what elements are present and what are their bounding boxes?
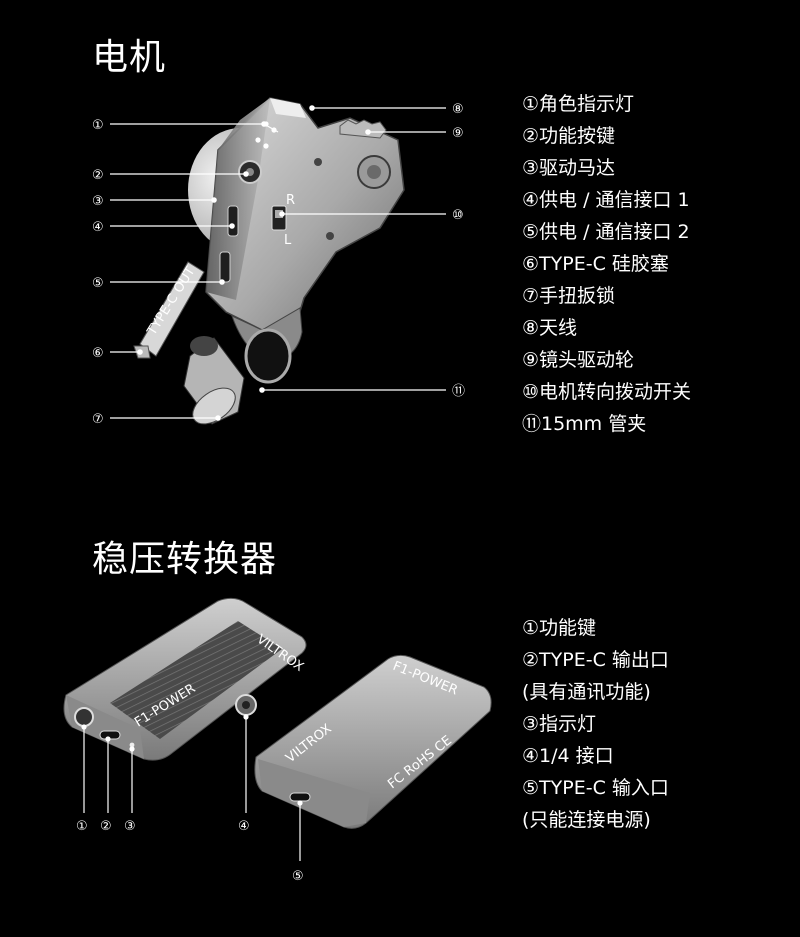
motor-part-item: ③驱动马达	[522, 157, 616, 179]
function-key-shape	[74, 707, 94, 727]
regulator-part-item: ①功能键	[522, 617, 597, 639]
switch-r-label: R	[286, 193, 295, 208]
tube-clamp-shape	[244, 328, 292, 384]
callout-9: ⑨	[452, 126, 464, 141]
reg-callout-2: ②	[100, 819, 112, 834]
motor-part-item: ④供电 / 通信接口 1	[522, 189, 690, 211]
motor-part-item: ⑪15mm 管夹	[522, 413, 647, 435]
regulator-part-item: ②TYPE-C 输出口	[522, 649, 669, 671]
reg-callout-3: ③	[124, 819, 136, 834]
callout-7: ⑦	[92, 412, 104, 427]
callout-2: ②	[92, 168, 104, 183]
regulator-part-item: ④1/4 接口	[522, 745, 614, 767]
reg-callout-4: ④	[238, 819, 250, 834]
regulator-back-unit: VILTROX F1-POWER FC RoHS CE	[254, 654, 492, 829]
regulator-parts-list: ①功能键 ②TYPE-C 输出口 (具有通讯功能) ③指示灯 ④1/4 接口 ⑤…	[522, 612, 669, 836]
callout-5: ⑤	[92, 276, 104, 291]
reg-callout-1: ①	[76, 819, 88, 834]
regulator-part-item: ⑤TYPE-C 输入口	[522, 777, 669, 799]
regulator-diagram: F1-POWER VILTROX VILTROX F1-POWER FC RoH…	[63, 597, 492, 884]
antenna-shape	[270, 98, 306, 118]
motor-parts-list: ①角色指示灯 ②功能按键 ③驱动马达 ④供电 / 通信接口 1 ⑤供电 / 通信…	[522, 88, 691, 440]
regulator-part-item: (具有通讯功能)	[522, 681, 651, 703]
port-2-shape	[219, 251, 231, 283]
regulator-part-item: ③指示灯	[522, 713, 597, 735]
motor-part-item: ⑧天线	[522, 317, 578, 339]
lens-wheel-shape	[339, 119, 387, 139]
indicator-shape	[129, 742, 135, 748]
motor-part-item: ②功能按键	[522, 125, 616, 147]
callout-10: ⑩	[452, 208, 464, 223]
silicone-plug-shape	[139, 261, 205, 357]
motor-part-item: ⑨镜头驱动轮	[522, 349, 635, 371]
motor-part-item: ⑦手扭扳锁	[522, 285, 616, 307]
regulator-title: 稳压转换器	[92, 539, 278, 580]
motor-title: 电机	[92, 37, 167, 78]
motor-part-item: ⑤供电 / 通信接口 2	[522, 221, 690, 243]
port-1-shape	[227, 205, 239, 237]
callout-11: ⑪	[452, 384, 465, 399]
motor-diagram: L R TYPE-C OUT ① ② ③ ④ ⑤ ⑥ ⑦ ⑧ ⑨ ⑩ ⑪	[92, 97, 465, 427]
motor-part-item: ⑩电机转向拨动开关	[522, 381, 692, 403]
callout-1: ①	[92, 118, 104, 133]
callout-6: ⑥	[92, 346, 104, 361]
callout-3: ③	[92, 194, 104, 209]
motor-part-item: ①角色指示灯	[522, 93, 635, 115]
switch-l-label: L	[284, 233, 292, 248]
regulator-part-item: (只能连接电源)	[522, 809, 651, 831]
typec-input-shape	[289, 792, 311, 802]
regulator-front-unit: F1-POWER VILTROX	[63, 597, 307, 761]
callout-4: ④	[92, 220, 104, 235]
motor-part-item: ⑥TYPE-C 硅胶塞	[522, 253, 669, 275]
callout-8: ⑧	[452, 102, 464, 117]
reg-callout-5: ⑤	[292, 869, 304, 884]
